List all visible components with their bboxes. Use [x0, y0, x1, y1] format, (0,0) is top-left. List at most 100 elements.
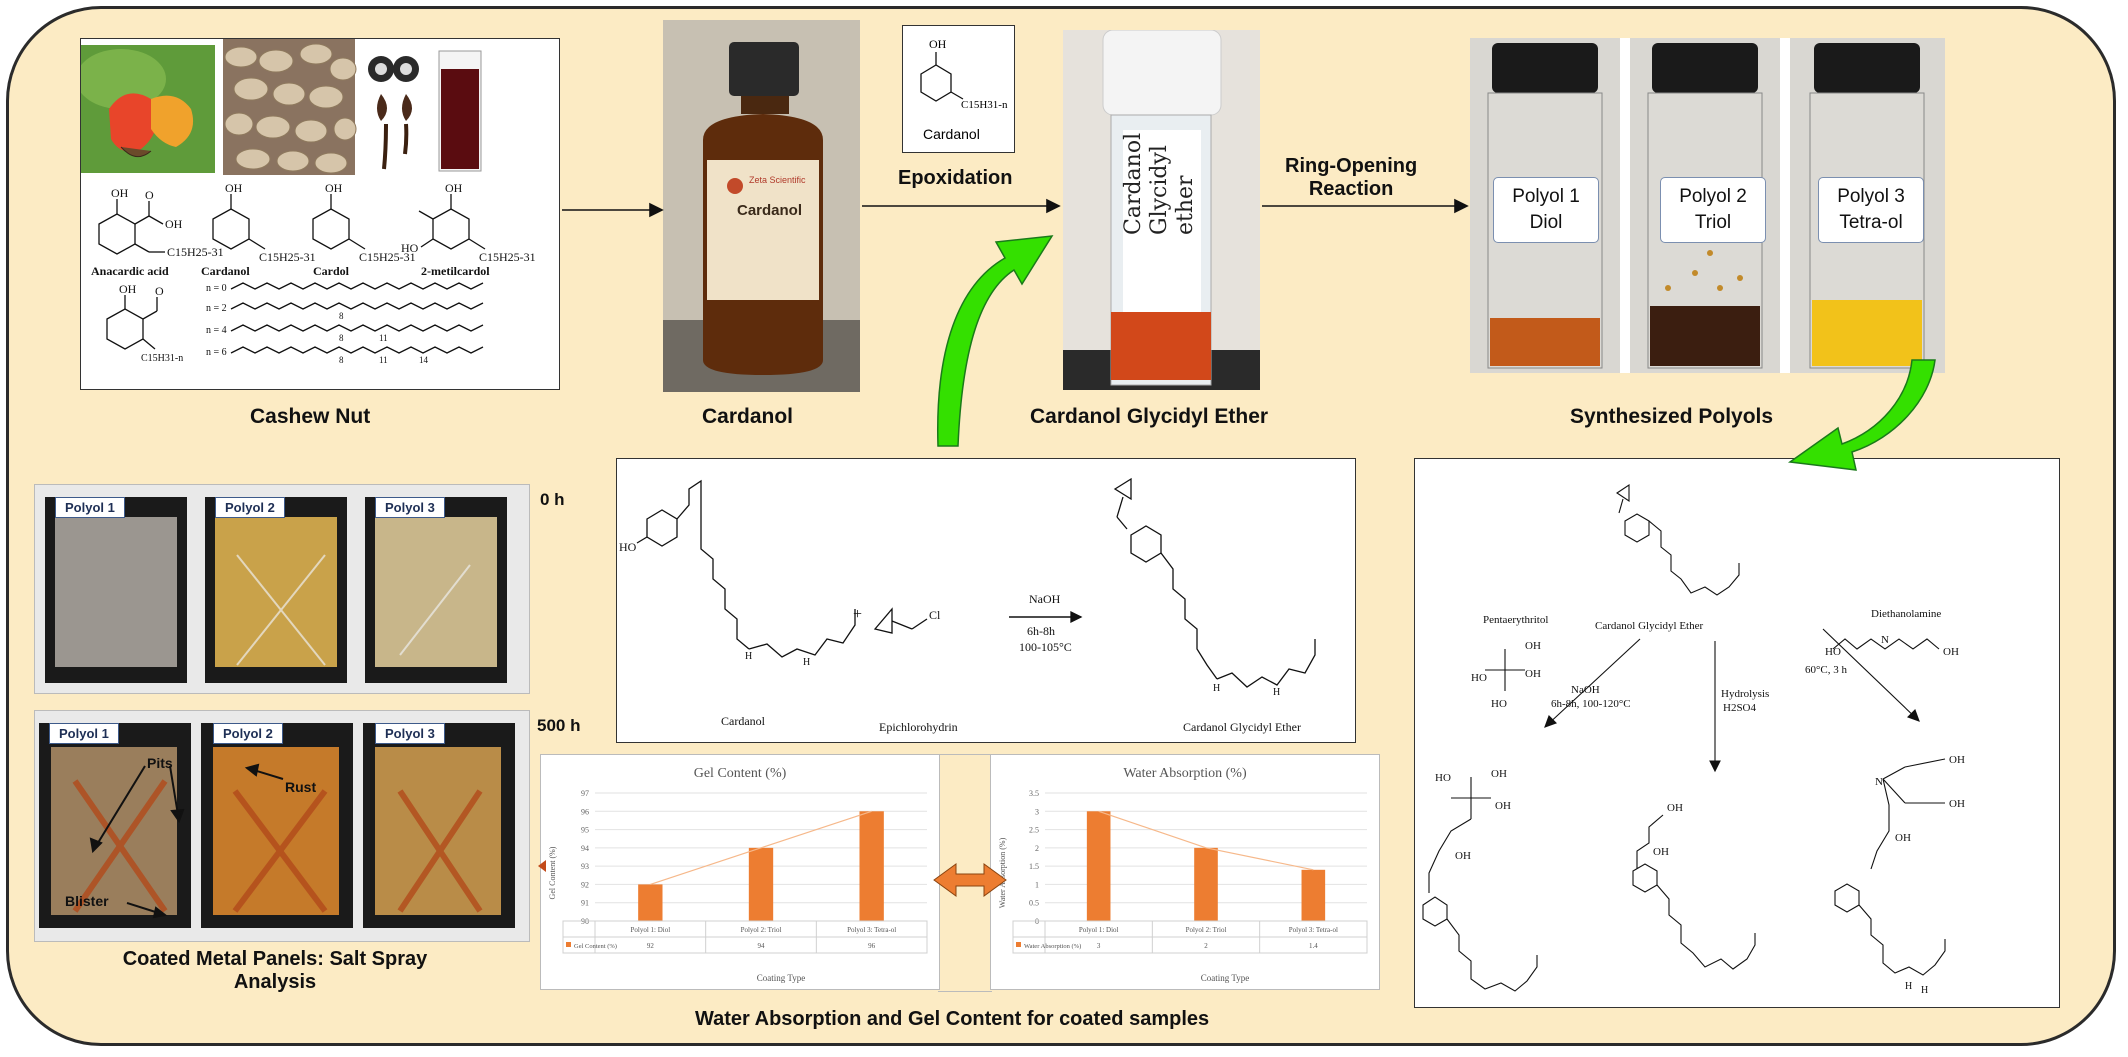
- compound-label: Cardanol: [201, 264, 250, 278]
- scribe-marks: [236, 554, 471, 666]
- oh-label: OH: [1943, 646, 1959, 658]
- chain-number: 8: [339, 311, 344, 321]
- category-label: Polyol 1: Diol: [1079, 926, 1119, 934]
- polyol-tag-type: Diol: [1529, 212, 1563, 233]
- bottle-illustration: [663, 20, 860, 392]
- mid-condition1: Hydrolysis: [1721, 688, 1769, 700]
- svg-text:HO: HO: [401, 241, 419, 255]
- oh-label: OH: [1895, 832, 1911, 844]
- cardanol-inset-label: Cardanol: [923, 126, 980, 142]
- panels-label-line1: Coated Metal Panels: Salt Spray: [122, 948, 428, 970]
- chart-ylabel: Water Absorption (%): [998, 837, 1007, 908]
- category-label: Polyol 2: Triol: [741, 926, 782, 934]
- time-500h: 500 h: [537, 716, 581, 735]
- svg-text:C15H31-n: C15H31-n: [141, 353, 183, 364]
- arrow-head: [1046, 198, 1061, 214]
- bar: [1086, 811, 1111, 921]
- panel-tag: Polyol 3: [375, 497, 445, 518]
- table-value: 94: [758, 942, 766, 950]
- polyol-tag-type: Tetra-ol: [1839, 212, 1903, 233]
- chain-number: 11: [379, 355, 388, 365]
- ho-label: HO: [619, 540, 637, 554]
- mid-condition2: H2SO4: [1723, 702, 1757, 714]
- ring-opening-label: Ring-Opening Reaction: [1285, 155, 1417, 201]
- bottle-brand: Zeta Scientific: [749, 175, 806, 185]
- ring-opening-line1: Ring-Opening: [1285, 155, 1418, 177]
- chain-number: 8: [339, 355, 344, 365]
- y-tick-label: 97: [581, 789, 589, 798]
- ho-label: HO: [1491, 698, 1507, 710]
- bar: [638, 884, 663, 921]
- polyols-label: Synthesized Polyols: [1570, 405, 1774, 428]
- small-arrow: [538, 860, 546, 872]
- cardanol-bottle-photo: Zeta Scientific Cardanol: [663, 20, 860, 392]
- svg-text:OH: OH: [325, 181, 343, 195]
- corrosion-marks: [72, 763, 483, 919]
- vial-illustration: [1063, 30, 1260, 390]
- panels-label: Coated Metal Panels: Salt Spray Analysis: [75, 948, 475, 994]
- polyol-tag-name: Polyol 2: [1679, 186, 1747, 207]
- panel-500h-3: [363, 723, 515, 928]
- chart-xlabel: Coating Type: [757, 973, 805, 983]
- n-label: N: [1881, 634, 1889, 646]
- chain-number: 11: [379, 333, 388, 343]
- water-absorption-chart-box: Water Absorption (%) Water Absorption (%…: [990, 754, 1380, 990]
- y-tick-label: 92: [581, 880, 589, 889]
- cardanol-inset: OH C15H31-n Cardanol: [902, 25, 1015, 153]
- oh-label: OH: [1495, 800, 1511, 812]
- panel-tag: Polyol 1: [49, 723, 119, 744]
- reactant-epichlorohydrin: Epichlorohydrin: [879, 720, 958, 734]
- epoxidation-label: Epoxidation: [898, 167, 1013, 189]
- compound-label: Anacardic acid: [91, 264, 169, 278]
- svg-text:OH: OH: [111, 186, 129, 200]
- svg-text:OH: OH: [165, 217, 183, 231]
- n-label-2: n = 2: [206, 303, 227, 314]
- svg-text:C15H25-31: C15H25-31: [167, 245, 224, 259]
- table-value: 92: [647, 942, 655, 950]
- table-value: 96: [868, 942, 876, 950]
- y-tick-label: 3.5: [1029, 789, 1039, 798]
- oh-label: OH: [1525, 640, 1541, 652]
- svg-text:OH: OH: [119, 282, 137, 296]
- chain-number: 8: [339, 333, 344, 343]
- cl-label: Cl: [929, 608, 941, 622]
- h-label: H: [1905, 981, 1912, 992]
- cge-label: Cardanol Glycidyl Ether: [1030, 405, 1269, 428]
- cge-vial-photo: Cardanol Glycidyl ether: [1063, 30, 1260, 390]
- legend-swatch: [566, 942, 571, 947]
- green-arrow-left: [936, 235, 1054, 447]
- reagent-naoh: NaOH: [1029, 592, 1061, 606]
- legend-label: Gel Content (%): [574, 943, 617, 950]
- ho-label: HO: [1471, 672, 1487, 684]
- n-label-4: n = 4: [206, 325, 227, 336]
- category-label: Polyol 1: Diol: [630, 926, 670, 934]
- oh-label: OH: [929, 37, 947, 51]
- chart-title: Water Absorption (%): [1123, 766, 1247, 781]
- panels-0h: Polyol 1 Polyol 2 Polyol 3: [34, 484, 530, 694]
- oh-label: OH: [1525, 668, 1541, 680]
- oh-label: OH: [1455, 850, 1471, 862]
- panel-tag: Polyol 3: [375, 723, 445, 744]
- left-reagent: Pentaerythritol: [1483, 614, 1548, 626]
- epoxidation-structures: HO Cl H H H H + NaOH 6h-8h 100-105°C Car…: [619, 477, 1316, 734]
- reaction-temp: 100-105°C: [1019, 640, 1072, 654]
- chain-label: C15H31-n: [961, 99, 1008, 111]
- y-tick-label: 1: [1035, 880, 1039, 889]
- cardanol-label: Cardanol: [702, 405, 794, 428]
- ho-label: HO: [1435, 772, 1451, 784]
- arrow-head: [649, 202, 664, 218]
- compound-label: 2-metilcardol: [421, 264, 490, 278]
- bar: [1194, 847, 1218, 921]
- ho-label: HO: [1825, 646, 1841, 658]
- plus-sign: +: [853, 606, 862, 623]
- y-tick-label: 2: [1035, 844, 1039, 853]
- y-tick-label: 91: [581, 899, 589, 908]
- trendline: [1098, 810, 1314, 871]
- ring-opening-scheme: Cardanol Glycidyl Ether Pentaerythritol …: [1414, 458, 2060, 1008]
- polyol-tag-name: Polyol 1: [1512, 186, 1580, 207]
- polyol-tag-3: Polyol 3 Tetra-ol: [1818, 177, 1924, 243]
- panel-0h-2: [205, 497, 347, 683]
- y-tick-label: 93: [581, 862, 589, 871]
